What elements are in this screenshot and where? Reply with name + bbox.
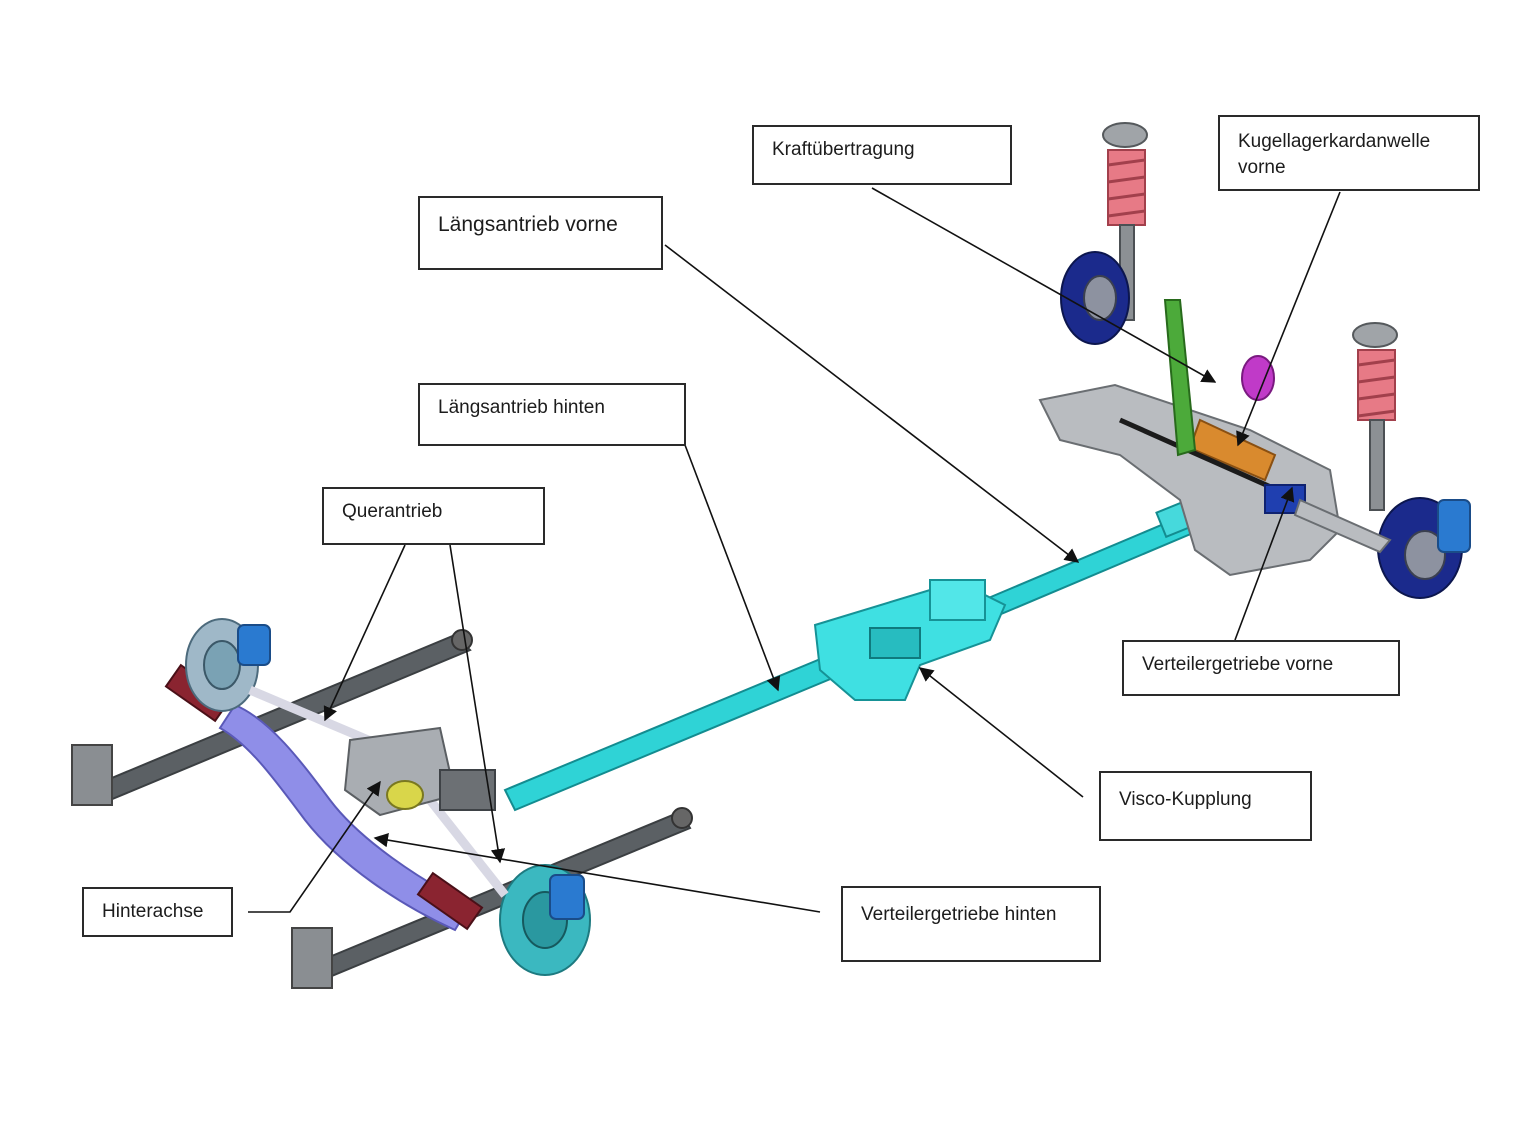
leader-visco-kupplung xyxy=(918,667,1084,798)
label-verteilergetriebe-hinten-text: Verteilergetriebe hinten xyxy=(861,904,1057,925)
label-kugellager-line2: vorne xyxy=(1238,157,1286,178)
label-verteilergetriebe-vorne-text: Verteilergetriebe vorne xyxy=(1142,654,1334,675)
leader-verteilergetriebe-hinten xyxy=(373,833,821,913)
label-kraftuebertragung-text: Kraftübertragung xyxy=(772,139,915,160)
label-laengsantrieb-hinten-text: Längsantrieb hinten xyxy=(438,397,605,418)
front-brake-right xyxy=(1377,497,1471,599)
visco-coupling-housing xyxy=(813,579,1007,701)
rear-axle-beam xyxy=(218,703,472,932)
label-kugellager-line1: Kugellagerkardanwelle xyxy=(1238,131,1431,152)
leader-hinterachse xyxy=(248,780,381,913)
leader-querantrieb-right xyxy=(449,544,506,864)
label-kraftuebertragung: Kraftübertragung xyxy=(752,125,1012,185)
label-laengsantrieb-vorne: Längsantrieb vorne xyxy=(418,196,663,270)
rear-brake-left xyxy=(185,618,271,712)
label-verteilergetriebe-hinten: Verteilergetriebe hinten xyxy=(841,886,1101,962)
label-hinterachse-text: Hinterachse xyxy=(102,901,204,922)
label-kugellagerkardanwelle-vorne: Kugellagerkardanwelle vorne xyxy=(1218,115,1480,191)
rear-differential xyxy=(343,726,496,817)
front-axle-assembly xyxy=(1038,122,1471,599)
driveshaft xyxy=(503,497,1201,812)
label-querantrieb-text: Querantrieb xyxy=(342,501,443,522)
label-querantrieb: Querantrieb xyxy=(322,487,545,545)
front-rotor-magenta xyxy=(1241,355,1275,401)
callout-lines xyxy=(248,187,1341,913)
leader-laengsantrieb-vorne xyxy=(664,244,1080,563)
leader-kugellagerkardanwelle xyxy=(1236,191,1341,447)
label-laengsantrieb-hinten: Längsantrieb hinten xyxy=(418,383,686,446)
rear-shock-right xyxy=(416,871,484,931)
rear-cross-shaft-right xyxy=(426,797,509,898)
rear-brake-right xyxy=(499,864,591,976)
front-lower-arm xyxy=(1293,498,1392,554)
label-visco-kupplung-text: Visco-Kupplung xyxy=(1119,789,1252,810)
front-brake-left xyxy=(1060,251,1130,345)
rear-leaf-spring-right xyxy=(291,807,693,989)
label-laengsantrieb-vorne-text: Längsantrieb vorne xyxy=(438,213,618,236)
leader-querantrieb-left xyxy=(323,544,406,722)
label-visco-kupplung: Visco-Kupplung xyxy=(1099,771,1312,841)
front-green-arm xyxy=(1163,299,1197,457)
rear-leaf-spring-left xyxy=(71,629,473,806)
rear-cross-shaft-left xyxy=(248,685,382,750)
rear-driveshaft xyxy=(503,653,842,812)
leader-verteilergetriebe-vorne xyxy=(1234,486,1295,641)
leader-laengsantrieb-hinten xyxy=(684,444,781,692)
rear-axle-assembly xyxy=(71,618,693,989)
leader-kraftuebertragung xyxy=(871,187,1217,383)
front-strut-right xyxy=(1352,322,1398,511)
label-verteilergetriebe-vorne: Verteilergetriebe vorne xyxy=(1122,640,1400,696)
label-hinterachse: Hinterachse xyxy=(82,887,233,937)
front-subframe xyxy=(1038,383,1342,577)
